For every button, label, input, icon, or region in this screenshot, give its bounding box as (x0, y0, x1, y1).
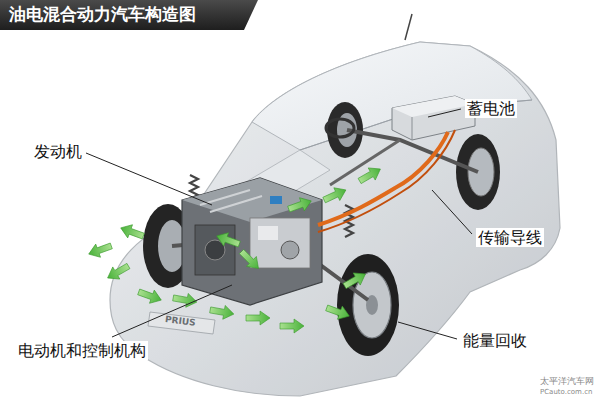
part-label: 能量回收 (461, 331, 529, 350)
watermark: 太平洋汽车网 (540, 376, 594, 387)
car-glass (252, 42, 532, 150)
engine-block (182, 178, 322, 305)
part-label: 蓄电池 (465, 99, 517, 118)
car-body (110, 42, 560, 396)
watermark: PCauto.com.cn (540, 388, 592, 396)
energy-flow-arrow (86, 163, 384, 333)
leader-line (86, 109, 472, 339)
battery-pack (392, 96, 475, 140)
part-label: 发动机 (32, 142, 84, 161)
part-label: 电动机和控制机构 (16, 341, 148, 360)
wheel (143, 102, 500, 356)
power-cable (318, 132, 448, 225)
title-text: 油电混合动力汽车构造图 (9, 4, 196, 24)
title-banner (0, 0, 258, 30)
part-label: 传输导线 (476, 228, 544, 247)
